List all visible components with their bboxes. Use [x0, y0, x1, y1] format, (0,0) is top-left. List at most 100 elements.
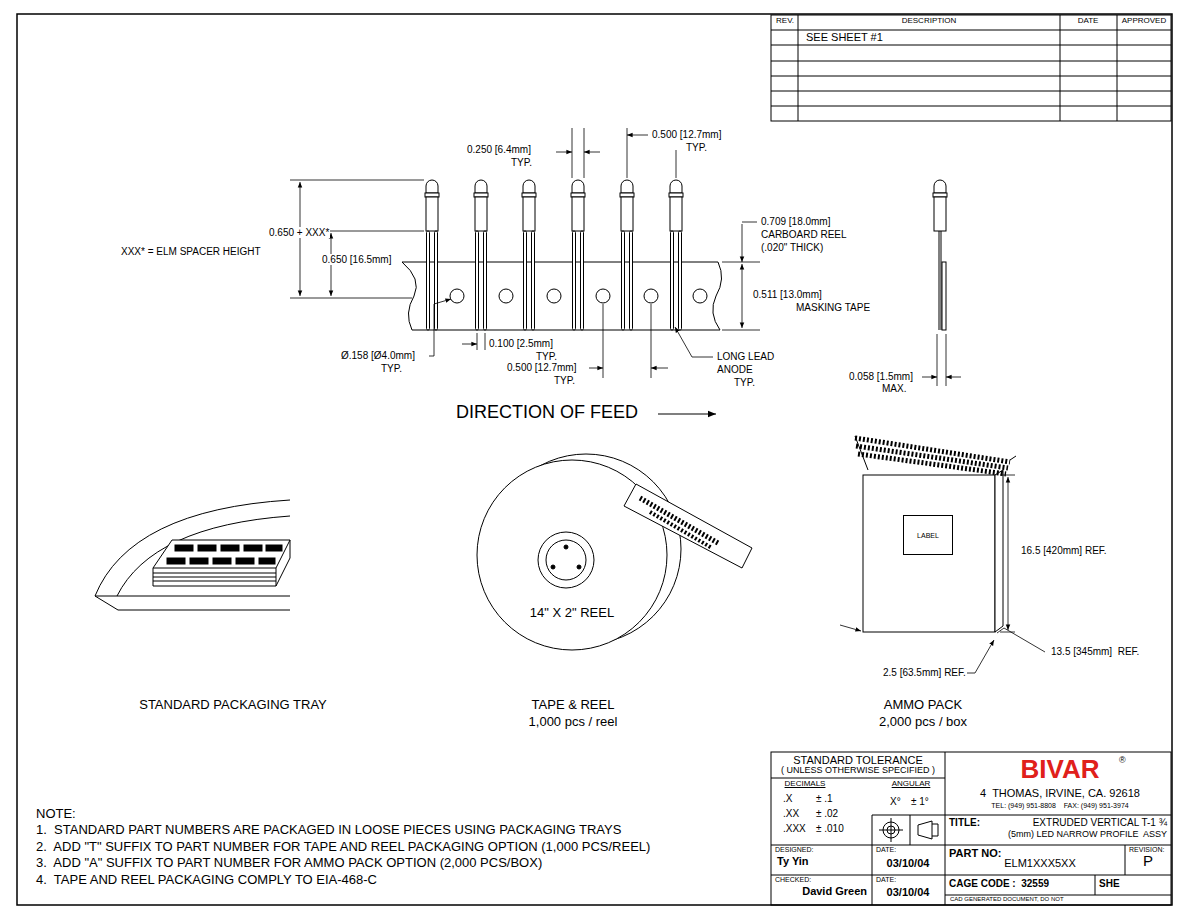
dimension-label: LONG LEAD — [716, 351, 775, 362]
dimension-label: 0.500 [12.7mm] — [651, 129, 722, 140]
drawing-line — [620, 180, 634, 330]
dimension-label: TYP. — [553, 375, 576, 386]
drawing-line — [213, 558, 231, 564]
drawing-line — [840, 625, 861, 631]
title-block-text: ANGULAR — [891, 780, 932, 789]
title-block-text: P — [1142, 853, 1154, 870]
drawing-line — [300, 182, 301, 296]
note-text: 3. ADD "A" SUFFIX TO PART NUMBER FOR AMM… — [35, 856, 543, 870]
drawing-line — [934, 180, 946, 193]
drawing-line — [640, 498, 718, 543]
drawing-line — [624, 484, 752, 568]
drawing-line — [855, 438, 1010, 474]
title-block-text: TEL: (949) 951-8808 FAX: (949) 951-3974 — [990, 802, 1129, 810]
table-header: DESCRIPTION — [901, 17, 958, 26]
drawing-line — [266, 545, 282, 551]
drawing-line — [522, 180, 536, 330]
title-block-text: ± .02 — [815, 808, 839, 819]
title-block-text: Ty Yin — [776, 855, 810, 867]
dimension-label: 0.650 + XXX* — [268, 227, 330, 238]
label-box: LABEL — [903, 515, 953, 555]
table-header: APPROVED — [1121, 17, 1167, 26]
dimension-label: 16.5 [420mm] REF. — [1020, 545, 1108, 556]
drawing-line — [855, 436, 1016, 470]
drawing-line — [942, 262, 946, 330]
title-block-text: .X — [782, 793, 793, 804]
drawing-line — [603, 304, 651, 378]
dimension-label: 14" X 2" REEL — [529, 606, 615, 620]
title-block-text: ® — [1118, 756, 1127, 766]
box-label: LABEL — [917, 532, 939, 539]
drawing-line — [425, 180, 439, 330]
note-text: 2. ADD "T" SUFFIX TO PART NUMBER FOR TAP… — [35, 840, 651, 854]
title-block-text: STANDARD TOLERANCE — [792, 754, 924, 766]
drawing-line — [477, 333, 485, 350]
drawing-line — [167, 558, 185, 564]
dimension-label: TYP. — [685, 142, 708, 153]
dimension-label: 0.058 [1.5mm] — [848, 371, 914, 382]
drawing-line — [771, 15, 1171, 121]
drawing-line — [556, 152, 572, 153]
dimension-label: ANODE — [716, 364, 754, 375]
drawing-line — [259, 558, 275, 564]
drawing-line — [934, 197, 946, 231]
title-block-text: ( UNLESS OTHERWISE SPECIFIED ) — [780, 766, 936, 776]
title-block-text: David Green — [801, 885, 868, 897]
drawing-line — [95, 500, 290, 610]
title-block-text: X° — [889, 796, 902, 807]
drawing-line — [658, 413, 716, 414]
drawing-line — [879, 818, 903, 842]
title-block-text: 03/10/04 — [886, 886, 931, 898]
drawing-line — [937, 334, 946, 386]
title-block-text: BIVAR — [1020, 755, 1101, 784]
dimension-label: MAX. — [881, 383, 907, 394]
title-block-text: ± .010 — [815, 823, 845, 834]
note-text: NOTE: — [35, 807, 77, 821]
drawing-line — [190, 558, 208, 564]
drawing-line — [933, 180, 947, 330]
drawing-line — [477, 454, 752, 650]
title-block-text: DATE: — [875, 846, 897, 854]
dimension-label: AMMO PACK — [883, 698, 964, 712]
drawing-line — [198, 545, 216, 551]
drawing-line — [627, 135, 648, 136]
dimension-label: TYP. — [535, 351, 558, 362]
dimension-label: TYP. — [510, 157, 533, 168]
dimension-label: TAPE & REEL — [531, 698, 616, 712]
drawing-line — [675, 327, 713, 357]
drawing-line — [474, 180, 488, 330]
drawing-line — [939, 231, 941, 330]
dimension-label: 13.5 [345mm] REF. — [1050, 646, 1140, 657]
title-block-text: DATE: — [875, 876, 897, 884]
drawing-line — [589, 368, 603, 369]
drawing-line — [651, 368, 668, 369]
dimension-label: DIRECTION OF FEED — [455, 403, 639, 423]
drawing-line — [95, 500, 290, 610]
dimension-label: TYP. — [733, 377, 756, 388]
drawing-line — [547, 289, 561, 303]
drawing-line — [153, 540, 290, 568]
drawing-line — [771, 752, 1171, 905]
title-block-text: .XXX — [782, 823, 807, 834]
dimension-label: CARBOARD REEL — [760, 229, 848, 240]
drawing-line — [17, 14, 1172, 905]
drawing-line — [584, 152, 600, 153]
drawing-line — [167, 545, 282, 564]
drawing-line — [236, 558, 254, 564]
drawing-line — [742, 224, 743, 262]
drawing-line — [551, 565, 555, 569]
title-block-text: CHECKED: — [774, 876, 812, 884]
table-header: DATE — [1077, 17, 1100, 26]
drawing-line — [722, 222, 760, 330]
note-text: 4. TAPE AND REEL PACKAGING COMPLY TO EIA… — [35, 873, 378, 887]
dimension-label: XXX* = ELM SPACER HEIGHT — [120, 246, 262, 257]
title-block-text: 4 THOMAS, IRVINE, CA. 92618 — [979, 787, 1141, 799]
drawing-line — [650, 512, 712, 548]
drawing-line — [499, 289, 513, 303]
drawing-line — [995, 470, 1003, 632]
dimension-label: 0.511 [13.0mm] — [752, 289, 823, 300]
dimension-label: STANDARD PACKAGING TRAY — [138, 698, 328, 712]
drawing-line — [1000, 475, 1015, 632]
drawing-line — [450, 289, 707, 303]
